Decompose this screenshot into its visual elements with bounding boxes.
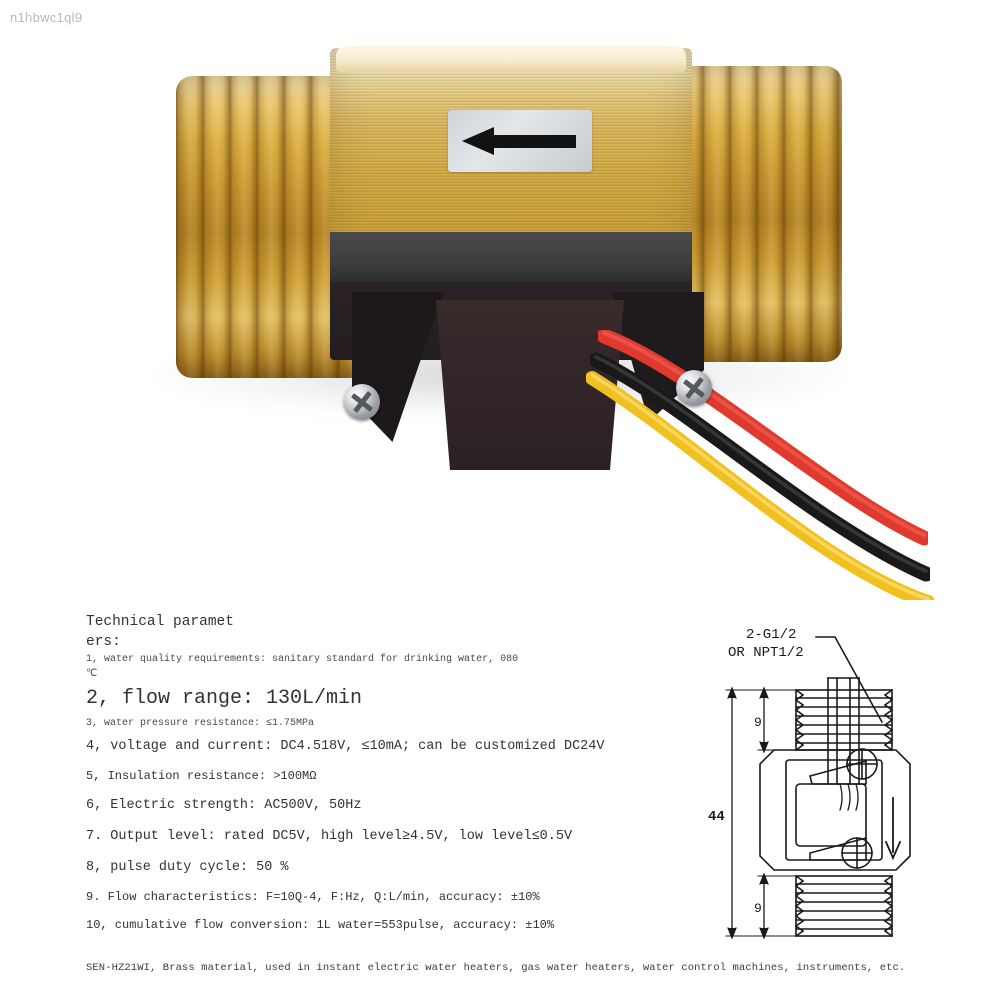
thread-spec-label-line-1: 2-G1/2 xyxy=(746,627,796,643)
dim-total-label: 44 xyxy=(708,809,725,825)
spec-item-3: 3, water pressure resistance: ≤1.75MPa xyxy=(86,718,315,729)
specs-title-line-2: ers: xyxy=(86,634,121,650)
product-photo xyxy=(0,0,1000,600)
wire-red xyxy=(598,330,928,546)
spec-item-7: 7. Output level: rated DC5V, high level≥… xyxy=(86,829,573,844)
body-outline xyxy=(759,749,911,871)
leader-line xyxy=(815,636,884,724)
sensor-housing-top xyxy=(330,232,692,284)
spec-item-10: 10, cumulative flow conversion: 1L water… xyxy=(86,918,555,932)
product-footer-note: SEN-HZ21WI, Brass material, used in inst… xyxy=(86,962,906,974)
screw-right xyxy=(676,370,712,406)
screw-upper-drawing xyxy=(846,748,878,780)
spec-item-5: 5, Insulation resistance: >100MΩ xyxy=(86,769,317,783)
technical-parameters-block: Technical paramet ers: 1, water quality … xyxy=(86,612,686,939)
screw-left xyxy=(344,384,380,420)
spec-item-6: 6, Electric strength: AC500V, 50Hz xyxy=(86,798,362,813)
technical-drawing: 2-G1/2 OR NPT1/2 44 9 9 xyxy=(700,608,990,956)
spec-item-4: 4, voltage and current: DC4.518V, ≤10mA;… xyxy=(86,739,605,754)
dim-thread-bottom-label: 9 xyxy=(754,901,762,916)
spec-item-2: 2, flow range: 130L/min xyxy=(86,687,363,710)
wire-yellow xyxy=(586,371,934,600)
spec-item-9: 9. Flow characteristics: F=10Q-4, F:Hz, … xyxy=(86,890,540,904)
thread-lower-outline xyxy=(795,875,893,937)
left-arrow-icon xyxy=(462,127,576,155)
screw-lower-drawing xyxy=(841,837,873,869)
specs-title-line-1: Technical paramet xyxy=(86,614,234,630)
watermark-text: n1hbwc1ql9 xyxy=(10,10,83,25)
brass-body-top-face xyxy=(336,46,686,72)
thread-spec-label-line-2: OR NPT1/2 xyxy=(728,645,804,661)
spec-item-8: 8, pulse duty cycle: 50 % xyxy=(86,860,289,875)
sensor-wedge-lower xyxy=(809,836,867,861)
flow-direction-sticker xyxy=(448,110,592,172)
dim-thread-top-label: 9 xyxy=(754,715,762,730)
spec-item-1: 1, water quality requirements: sanitary … xyxy=(86,654,519,665)
drawing-svg: 2-G1/2 OR NPT1/2 44 9 9 xyxy=(708,627,911,940)
down-arrow-icon xyxy=(884,797,902,861)
thread-upper-outline xyxy=(795,689,893,751)
chamber-outline xyxy=(785,759,883,861)
spec-item-1-unit: ℃ xyxy=(86,669,98,680)
impeller-outline xyxy=(795,783,867,847)
wire-black xyxy=(590,352,930,582)
